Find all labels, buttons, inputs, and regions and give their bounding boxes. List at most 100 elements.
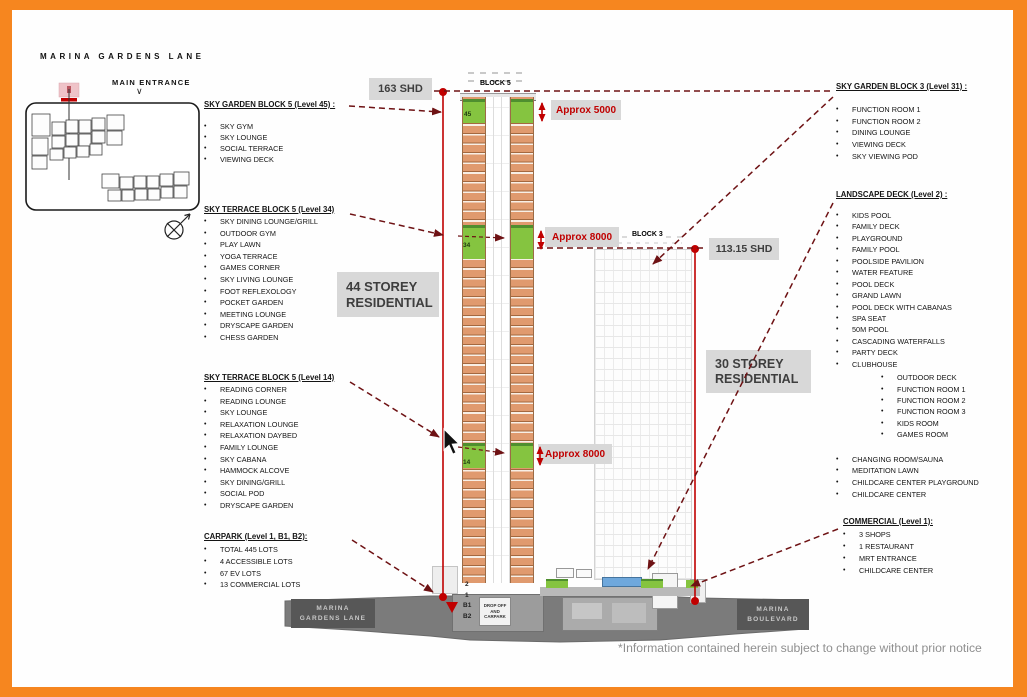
list-item-label: FAMILY LOUNGE [220,442,279,452]
list-item-label: 4 ACCESSIBLE LOTS [220,556,293,566]
bullet-icon: • [836,152,839,160]
annotation-list: •FUNCTION ROOM 1•FUNCTION ROOM 2•DINING … [836,105,1027,164]
bullet-icon: • [836,326,839,334]
bullet-icon: • [204,123,207,130]
list-item: •FAMILY LOUNGE [204,442,404,456]
bullet-icon: • [204,420,207,428]
bullet-icon: • [836,106,839,113]
bullet-icon: • [204,397,207,405]
block5-right-wing [510,97,534,583]
bullet-icon: • [881,419,884,427]
bullet-icon: • [836,337,839,345]
list-item: •DINING LOUNGE [836,129,1027,141]
bullet-icon: • [204,409,207,417]
level-14-label: 14 [463,459,471,466]
list-item: •PLAY LAWN [204,240,404,253]
list-item: •CHILDCARE CENTER [843,567,1027,579]
bullet-icon: • [836,246,839,254]
list-item: •CLUBHOUSE [836,360,1027,372]
road-label-marina-gardens-lane: MARINA GARDENS LANE [291,599,375,628]
list-item-label: OUTDOOR GYM [220,228,276,238]
list-item: •FAMILY DECK [836,223,1027,234]
bullet-icon: • [204,241,207,249]
list-item-label: READING CORNER [220,385,287,394]
list-item-label: GAMES CORNER [220,263,281,273]
list-item-label: POOL DECK [852,279,895,289]
list-item-label: DINING LOUNGE [852,128,911,138]
list-item: •KIDS POOL [836,211,1027,223]
storey-label-44: 44 STOREY RESIDENTIAL [337,272,439,317]
annotation-sky-terrace-l34: SKY TERRACE BLOCK 5 (Level 34) •SKY DINI… [204,205,404,346]
list-item-label: VIEWING DECK [220,155,274,165]
bullet-icon: • [836,303,839,311]
bullet-icon: • [204,490,207,498]
list-item: •67 EV LOTS [204,569,404,582]
annotation-carpark: CARPARK (Level 1, B1, B2): • TOTAL 445 LO… [204,532,404,593]
storey-label-30: 30 STOREY RESIDENTIAL [706,350,811,393]
annotation-landscape-deck: LANDSCAPE DECK (Level 2) : •KIDS POOL•FA… [836,190,1027,503]
list-item-label: SKY LOUNGE [220,133,268,143]
list-item-label: FUNCTION ROOM 3 [897,407,966,417]
list-item: •OUTDOOR GYM [204,228,404,242]
list-item: •YOGA TERRACE [204,252,404,265]
bullet-icon: • [204,467,207,475]
list-item-label: TOTAL 445 LOTS [220,545,278,554]
bullet-icon: • [836,314,839,322]
list-item: •SKY DINING LOUNGE/GRILL [204,217,404,230]
chevron-down-icon: ∨ [136,86,143,96]
landscape-deck-slab [540,587,700,596]
list-item-label: SKY VIEWING POD [852,151,918,161]
list-item: •MRT ENTRANCE [843,554,1027,567]
bullet-icon: • [881,431,884,439]
dim-label-approx5000: Approx 5000 [551,100,621,120]
bullet-icon: • [204,134,207,142]
bullet-icon: • [204,275,207,283]
bullet-icon: • [204,455,207,463]
height-label-113shd: 113.15 SHD [709,238,779,260]
bullet-icon: • [881,385,884,393]
sky-terrace-level34 [463,225,485,259]
bullet-icon: • [836,455,839,463]
bullet-icon: • [836,490,839,498]
bullet-icon: • [836,141,839,149]
list-item: •CASCADING WATERFALLS [836,337,1027,349]
bullet-icon: • [836,257,839,265]
list-item-label: SKY GYM [220,122,254,131]
bullet-icon: • [204,581,207,589]
bullet-icon: • [204,264,207,272]
bullet-icon: • [204,546,207,553]
list-item-label: FOOT REFLEXOLOGY [220,286,297,296]
list-item: •SOCIAL TERRACE [204,144,404,156]
annotation-sky-garden-block5: SKY GARDEN BLOCK 5 (Level 45) : •SKY GYM… [204,100,404,167]
roof-dimension-marks [468,72,528,74]
bullet-icon: • [836,479,839,487]
bullet-icon: • [204,218,207,225]
bullet-icon: • [204,299,207,307]
bullet-icon: • [204,322,207,330]
annotation-list: •READING CORNER•READING LOUNGE•SKY LOUNG… [204,385,404,514]
list-item-label: SKY LOUNGE [220,408,268,418]
block3-label: BLOCK 3 [630,231,665,238]
annotation-sky-terrace-l14: SKY TERRACE BLOCK 5 (Level 14) • READING … [204,373,404,514]
deck-lawn-strip [546,579,568,588]
bullet-icon: • [204,287,207,295]
list-item: •CHESS GARDEN [204,333,404,346]
list-item: •DRYSCAPE GARDEN [204,322,404,334]
list-item: •RELAXATION LOUNGE [204,420,404,433]
bullet-icon: • [836,234,839,242]
annotation-title: CARPARK (Level 1, B1, B2): [204,532,308,541]
list-item: • TOTAL 445 LOTS [204,545,404,558]
annotation-title: SKY TERRACE BLOCK 5 (Level 14) [204,373,335,382]
annotation-title: LANDSCAPE DECK (Level 2) : [836,190,948,199]
list-item: •4 ACCESSIBLE LOTS [204,556,404,570]
list-item: •MEDITATION LAWN [836,467,1027,479]
list-item: •FUNCTION ROOM 3 [881,408,1027,419]
bullet-icon: • [843,531,846,538]
list-item: •GRAND LAWN [836,291,1027,303]
disclaimer-text: *Information contained herein subject to… [618,641,982,655]
road-label-marina-boulevard: MARINA BOULEVARD [737,599,809,630]
list-item: •FUNCTION ROOM 2 [881,396,1027,408]
list-item-label: PARTY DECK [852,348,898,358]
list-item-label: SKY CABANA [220,454,267,464]
compass-icon [164,213,191,240]
